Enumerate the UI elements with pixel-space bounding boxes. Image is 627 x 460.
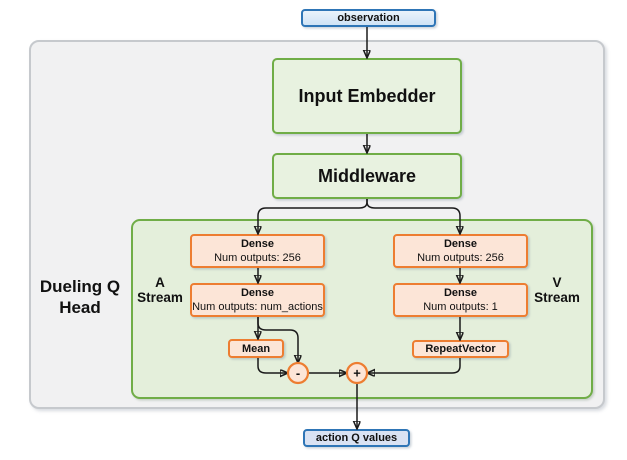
action-q-values-node: action Q values <box>303 429 410 447</box>
a-stream-label: A Stream <box>137 275 183 305</box>
repeat-vector-label: RepeatVector <box>425 343 496 355</box>
mean-node: Mean <box>228 339 284 358</box>
dense-v2-subtitle: Num outputs: 1 <box>423 301 498 313</box>
input-embedder-label: Input Embedder <box>298 85 436 106</box>
dense-v2-node: Dense Num outputs: 1 <box>393 283 528 317</box>
action-q-values-label: action Q values <box>315 431 398 444</box>
middleware-label: Middleware <box>317 165 417 186</box>
dense-v2-title: Dense <box>443 287 478 299</box>
dueling-q-head-label: Dueling Q Head <box>39 277 121 317</box>
v-stream-label: V Stream <box>534 275 580 305</box>
dense-a2-title: Dense <box>240 287 275 299</box>
observation-node: observation <box>301 9 436 27</box>
repeat-vector-node: RepeatVector <box>412 340 509 358</box>
mean-label: Mean <box>241 342 271 355</box>
dense-v1-subtitle: Num outputs: 256 <box>417 252 504 264</box>
input-embedder-node: Input Embedder <box>272 58 462 134</box>
dense-a1-node: Dense Num outputs: 256 <box>190 234 325 268</box>
dense-a1-title: Dense <box>240 238 275 250</box>
dense-a1-subtitle: Num outputs: 256 <box>214 252 301 264</box>
middleware-node: Middleware <box>272 153 462 199</box>
observation-label: observation <box>337 11 400 24</box>
dense-a2-subtitle: Num outputs: num_actions <box>192 301 323 313</box>
dense-a2-node: Dense Num outputs: num_actions <box>190 283 325 317</box>
dense-v1-title: Dense <box>443 238 478 250</box>
dense-v1-node: Dense Num outputs: 256 <box>393 234 528 268</box>
